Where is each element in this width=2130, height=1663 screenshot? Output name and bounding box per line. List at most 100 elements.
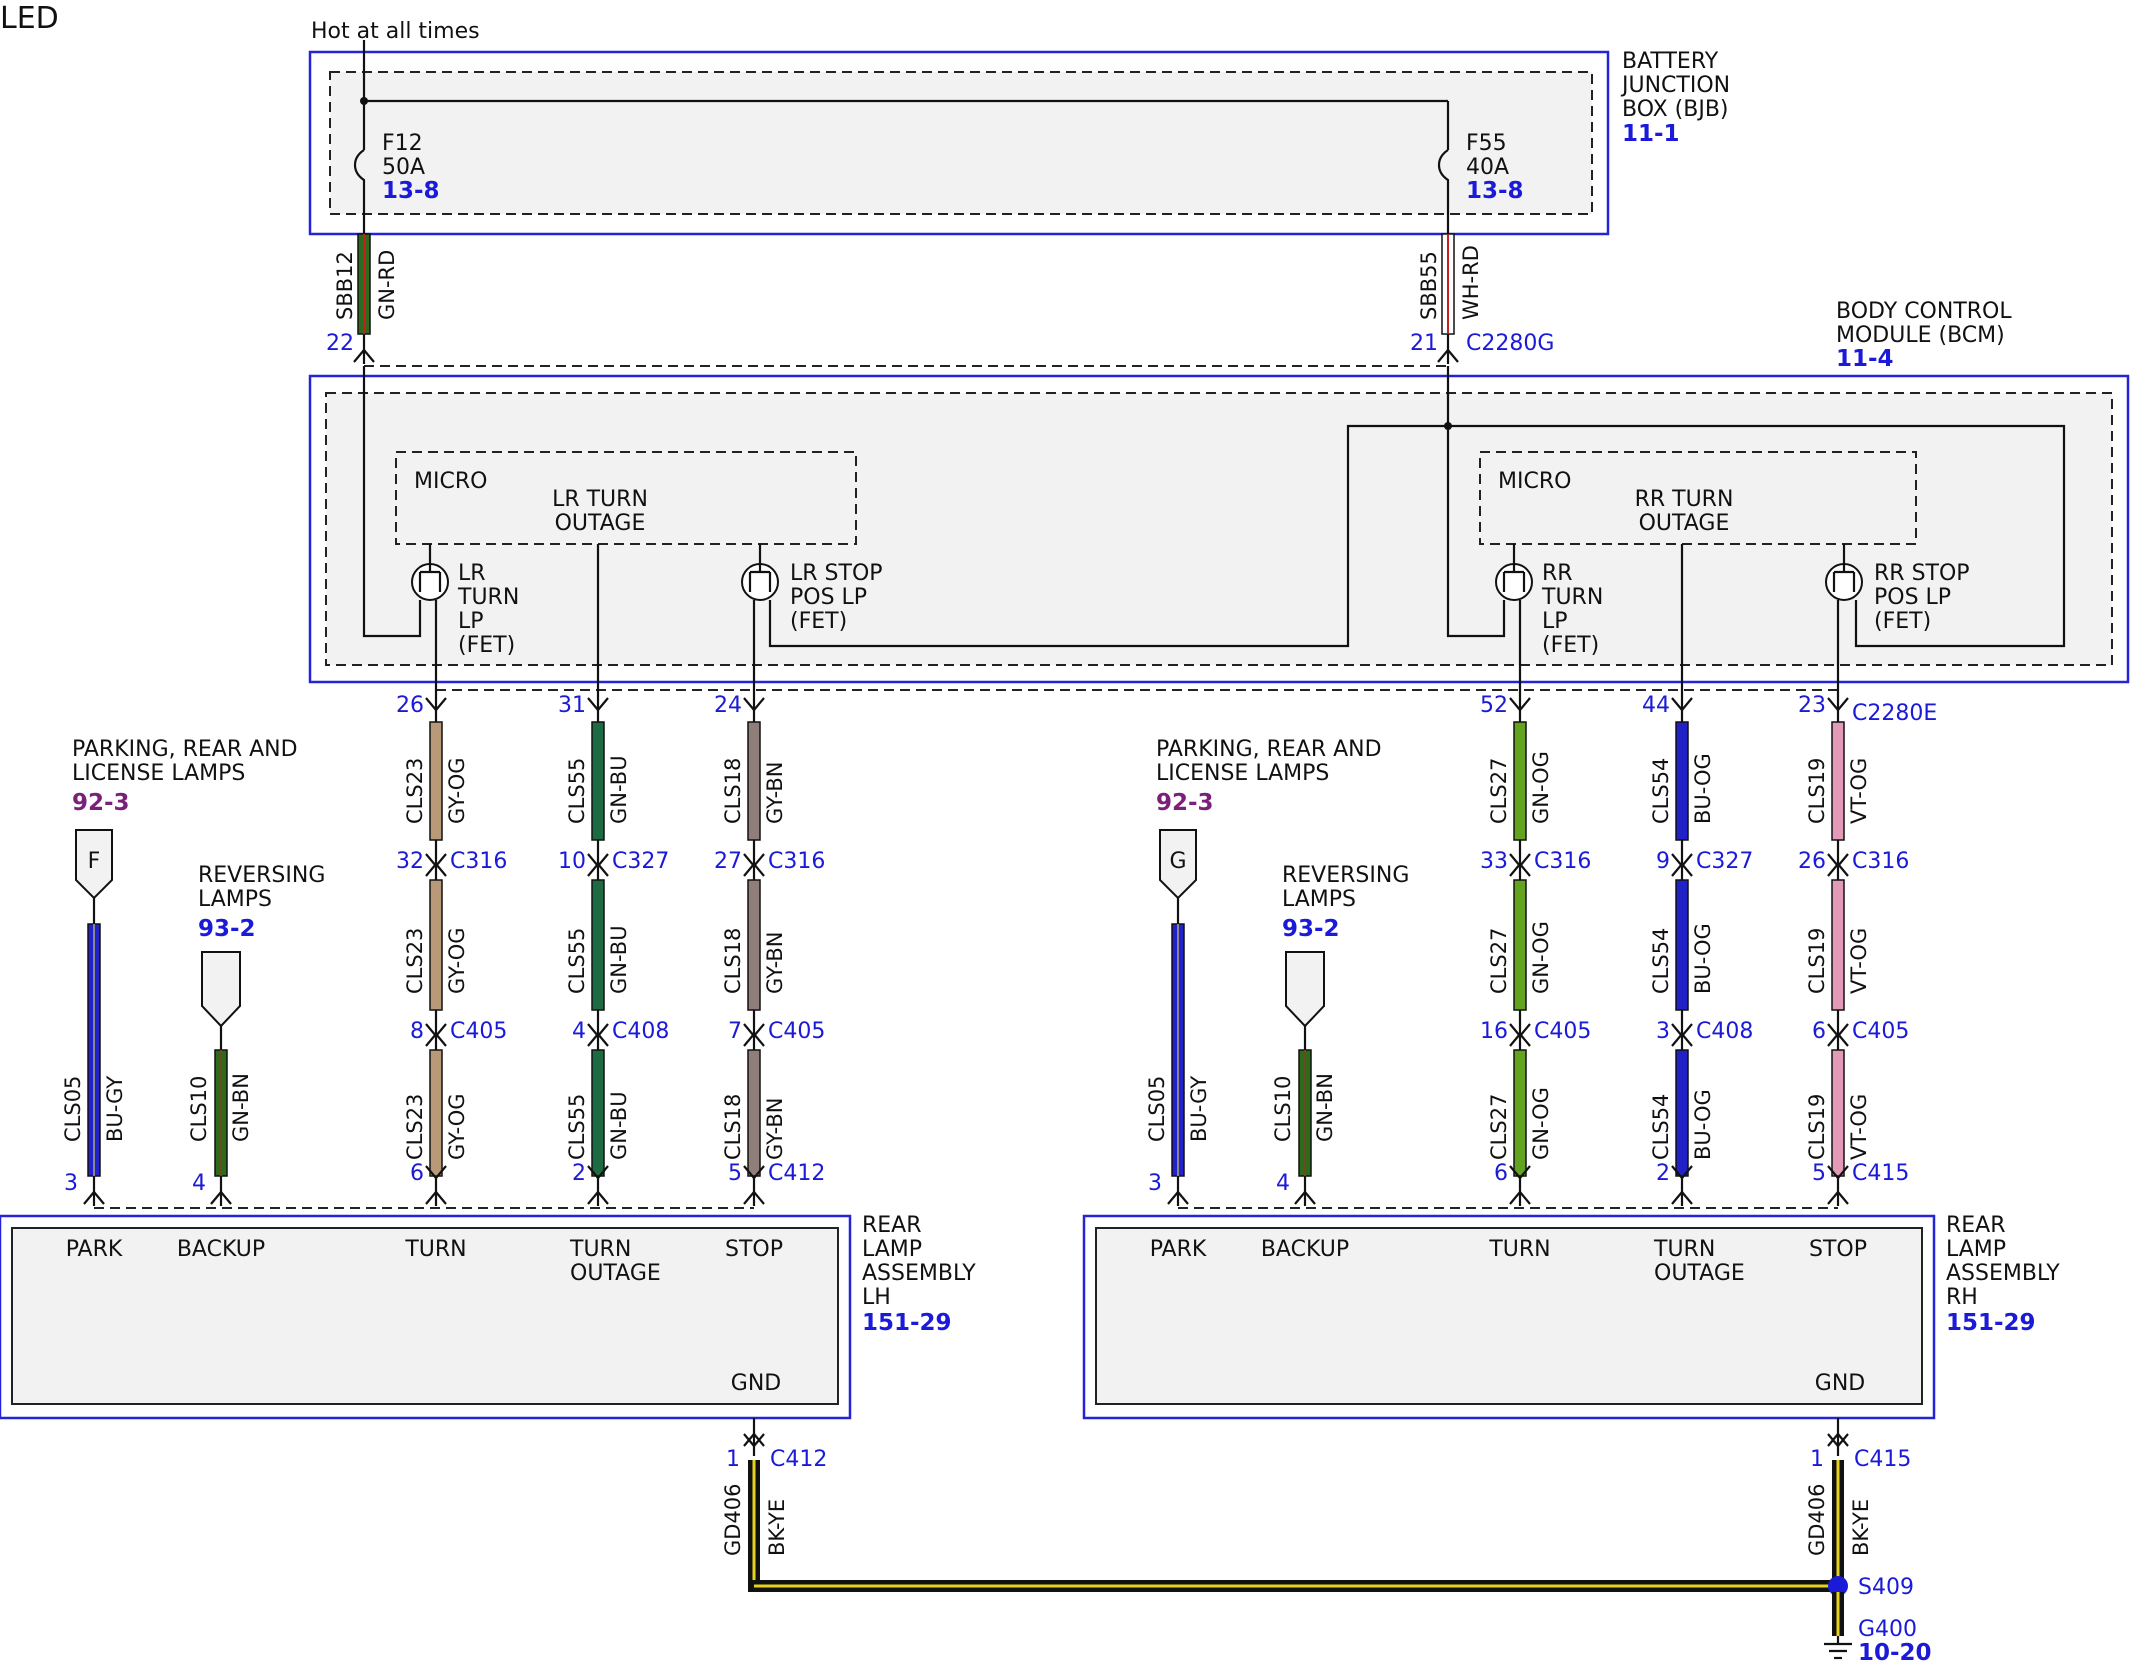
wire-circuit-label: CLS27 <box>1487 758 1511 824</box>
wire-pin-number: 9 <box>1656 849 1670 874</box>
wire-pin-number: 6 <box>1812 1019 1826 1044</box>
wire-color-label: BU-OG <box>1691 923 1715 994</box>
lh-terminal-park: PARK <box>66 1237 123 1262</box>
micro-right-line2: OUTAGE <box>1639 511 1730 536</box>
wire-segment <box>591 879 605 1011</box>
battery-junction-box: F12 50A 13-8 F55 40A 13-8 <box>308 40 1610 236</box>
wire-segment <box>429 879 443 1011</box>
fet-lr-turn-line2: TURN <box>457 585 519 610</box>
wire-pin-number: 32 <box>396 849 424 874</box>
wire-circuit-label: CLS18 <box>721 1094 745 1160</box>
left-parking-tag: F <box>88 849 101 874</box>
right-parking-tag: G <box>1169 849 1186 874</box>
lh-terminal-turn-outage-line2: OUTAGE <box>570 1261 661 1286</box>
wire-connector-id: C405 <box>768 1019 825 1044</box>
left-reversing-ref[interactable]: 93-2 <box>198 916 256 942</box>
page-title: LED <box>0 1 59 36</box>
rh-ref[interactable]: 151-29 <box>1946 1310 2036 1336</box>
wire-circuit-label: CLS55 <box>565 1094 589 1160</box>
fuse-f12-id: F12 <box>382 131 423 156</box>
wire-connector-id: C316 <box>450 849 507 874</box>
gnd-lh-color: BK-YE <box>765 1499 789 1556</box>
lh-terminal-turn: TURN <box>404 1237 466 1262</box>
wire-color-label: GY-OG <box>445 1093 469 1160</box>
wire-pin-number: 33 <box>1480 849 1508 874</box>
ground-g400-icon <box>1824 1636 1852 1660</box>
left-park-wire-color: BU-GY <box>103 1076 127 1142</box>
wire-pin-number: 44 <box>1642 693 1670 718</box>
lh-name-line3: ASSEMBLY <box>862 1261 976 1286</box>
wire-segment <box>1831 1049 1845 1177</box>
wire-connector-id: C412 <box>768 1161 825 1186</box>
bjb-ref[interactable]: 11-1 <box>1622 121 1680 147</box>
bjb-name-line2: JUNCTION <box>1620 73 1730 98</box>
right-parking-title-line1: PARKING, REAR AND <box>1156 737 1382 762</box>
wire-color-label: GN-OG <box>1529 921 1553 994</box>
right-reversing-title-line1: REVERSING <box>1282 863 1409 888</box>
micro-right-label: MICRO <box>1498 469 1571 494</box>
wire-circuit-label: CLS27 <box>1487 1094 1511 1160</box>
wire-color-label: GY-OG <box>445 927 469 994</box>
fet-rr-turn-line4: (FET) <box>1542 633 1599 658</box>
right-parking-ref[interactable]: 92-3 <box>1156 790 1214 816</box>
bjb-name-line1: BATTERY <box>1622 49 1719 74</box>
left-parking-ref[interactable]: 92-3 <box>72 790 130 816</box>
wire-circuit-label: CLS19 <box>1805 1094 1829 1160</box>
bcm-ref[interactable]: 11-4 <box>1836 346 1894 372</box>
wire-circuit-label: CLS55 <box>565 758 589 824</box>
rh-terminal-backup: BACKUP <box>1261 1237 1349 1262</box>
gnd-lh-pin: 1 <box>726 1447 740 1472</box>
wire-segment <box>1513 879 1527 1011</box>
fuse-f12-ref[interactable]: 13-8 <box>382 178 440 204</box>
left-backup-wire-pin: 4 <box>192 1171 206 1196</box>
splice-s409-label: S409 <box>1858 1575 1914 1600</box>
ground-g400-id: G400 <box>1858 1617 1917 1642</box>
wire-pin-number: 2 <box>1656 1161 1670 1186</box>
gnd-lh-circuit: GD406 <box>721 1483 745 1556</box>
feed-wire-sbb12-pin: 22 <box>326 331 354 356</box>
fuse-f55-rating: 40A <box>1466 155 1509 180</box>
right-park-wire-pin: 3 <box>1148 1171 1162 1196</box>
lh-ref[interactable]: 151-29 <box>862 1310 952 1336</box>
wire-color-label: GY-BN <box>763 1097 787 1160</box>
wire-connector-id: C327 <box>1696 849 1753 874</box>
rh-terminal-stop: STOP <box>1809 1237 1867 1262</box>
left-park-wire-pin: 3 <box>64 1171 78 1196</box>
right-reversing-ref[interactable]: 93-2 <box>1282 916 1340 942</box>
wire-color-label: GN-BU <box>607 1091 631 1160</box>
lh-terminal-stop: STOP <box>725 1237 783 1262</box>
wire-color-label: BU-OG <box>1691 753 1715 824</box>
gnd-lh-connector: C412 <box>770 1447 827 1472</box>
wire-segment <box>1513 721 1527 841</box>
wire-pin-number: 26 <box>396 693 424 718</box>
wire-connector-id: C316 <box>1534 849 1591 874</box>
fet-rr-stop-line1: RR STOP <box>1874 561 1970 586</box>
feed-wire-sbb55-pin: 21 <box>1410 331 1438 356</box>
right-reversing-title-line2: LAMPS <box>1282 887 1356 912</box>
feed-wire-sbb12-color: GN-RD <box>375 250 399 320</box>
wire-circuit-label: CLS54 <box>1649 928 1673 994</box>
wire-segment <box>747 1049 761 1177</box>
gnd-rh-circuit: GD406 <box>1805 1483 1829 1556</box>
micro-right-line1: RR TURN <box>1635 487 1734 512</box>
right-reversing-connector-icon <box>1285 951 1325 1028</box>
left-reversing-feed: REVERSING LAMPS 93-2 CLS10 GN-BN 4 <box>187 863 325 1206</box>
wire-segment <box>1675 721 1689 841</box>
bjb-name-line3: BOX (BJB) <box>1622 97 1729 122</box>
fuse-f55-ref[interactable]: 13-8 <box>1466 178 1524 204</box>
left-parking-connector-icon <box>75 829 113 900</box>
wire-pin-number: 24 <box>714 693 742 718</box>
ground-g400-ref[interactable]: 10-20 <box>1858 1640 1932 1663</box>
rh-terminal-turn: TURN <box>1488 1237 1550 1262</box>
wire-pin-number: 26 <box>1798 849 1826 874</box>
fet-lr-turn-line1: LR <box>458 561 486 586</box>
left-reversing-title-line1: REVERSING <box>198 863 325 888</box>
lh-name-line2: LAMP <box>862 1237 922 1262</box>
rear-lamp-assembly-lh: PARK BACKUP TURN TURN OUTAGE STOP GND <box>0 1214 852 1420</box>
micro-left-label: MICRO <box>414 469 487 494</box>
bcm-name-line2: MODULE (BCM) <box>1836 323 2005 348</box>
